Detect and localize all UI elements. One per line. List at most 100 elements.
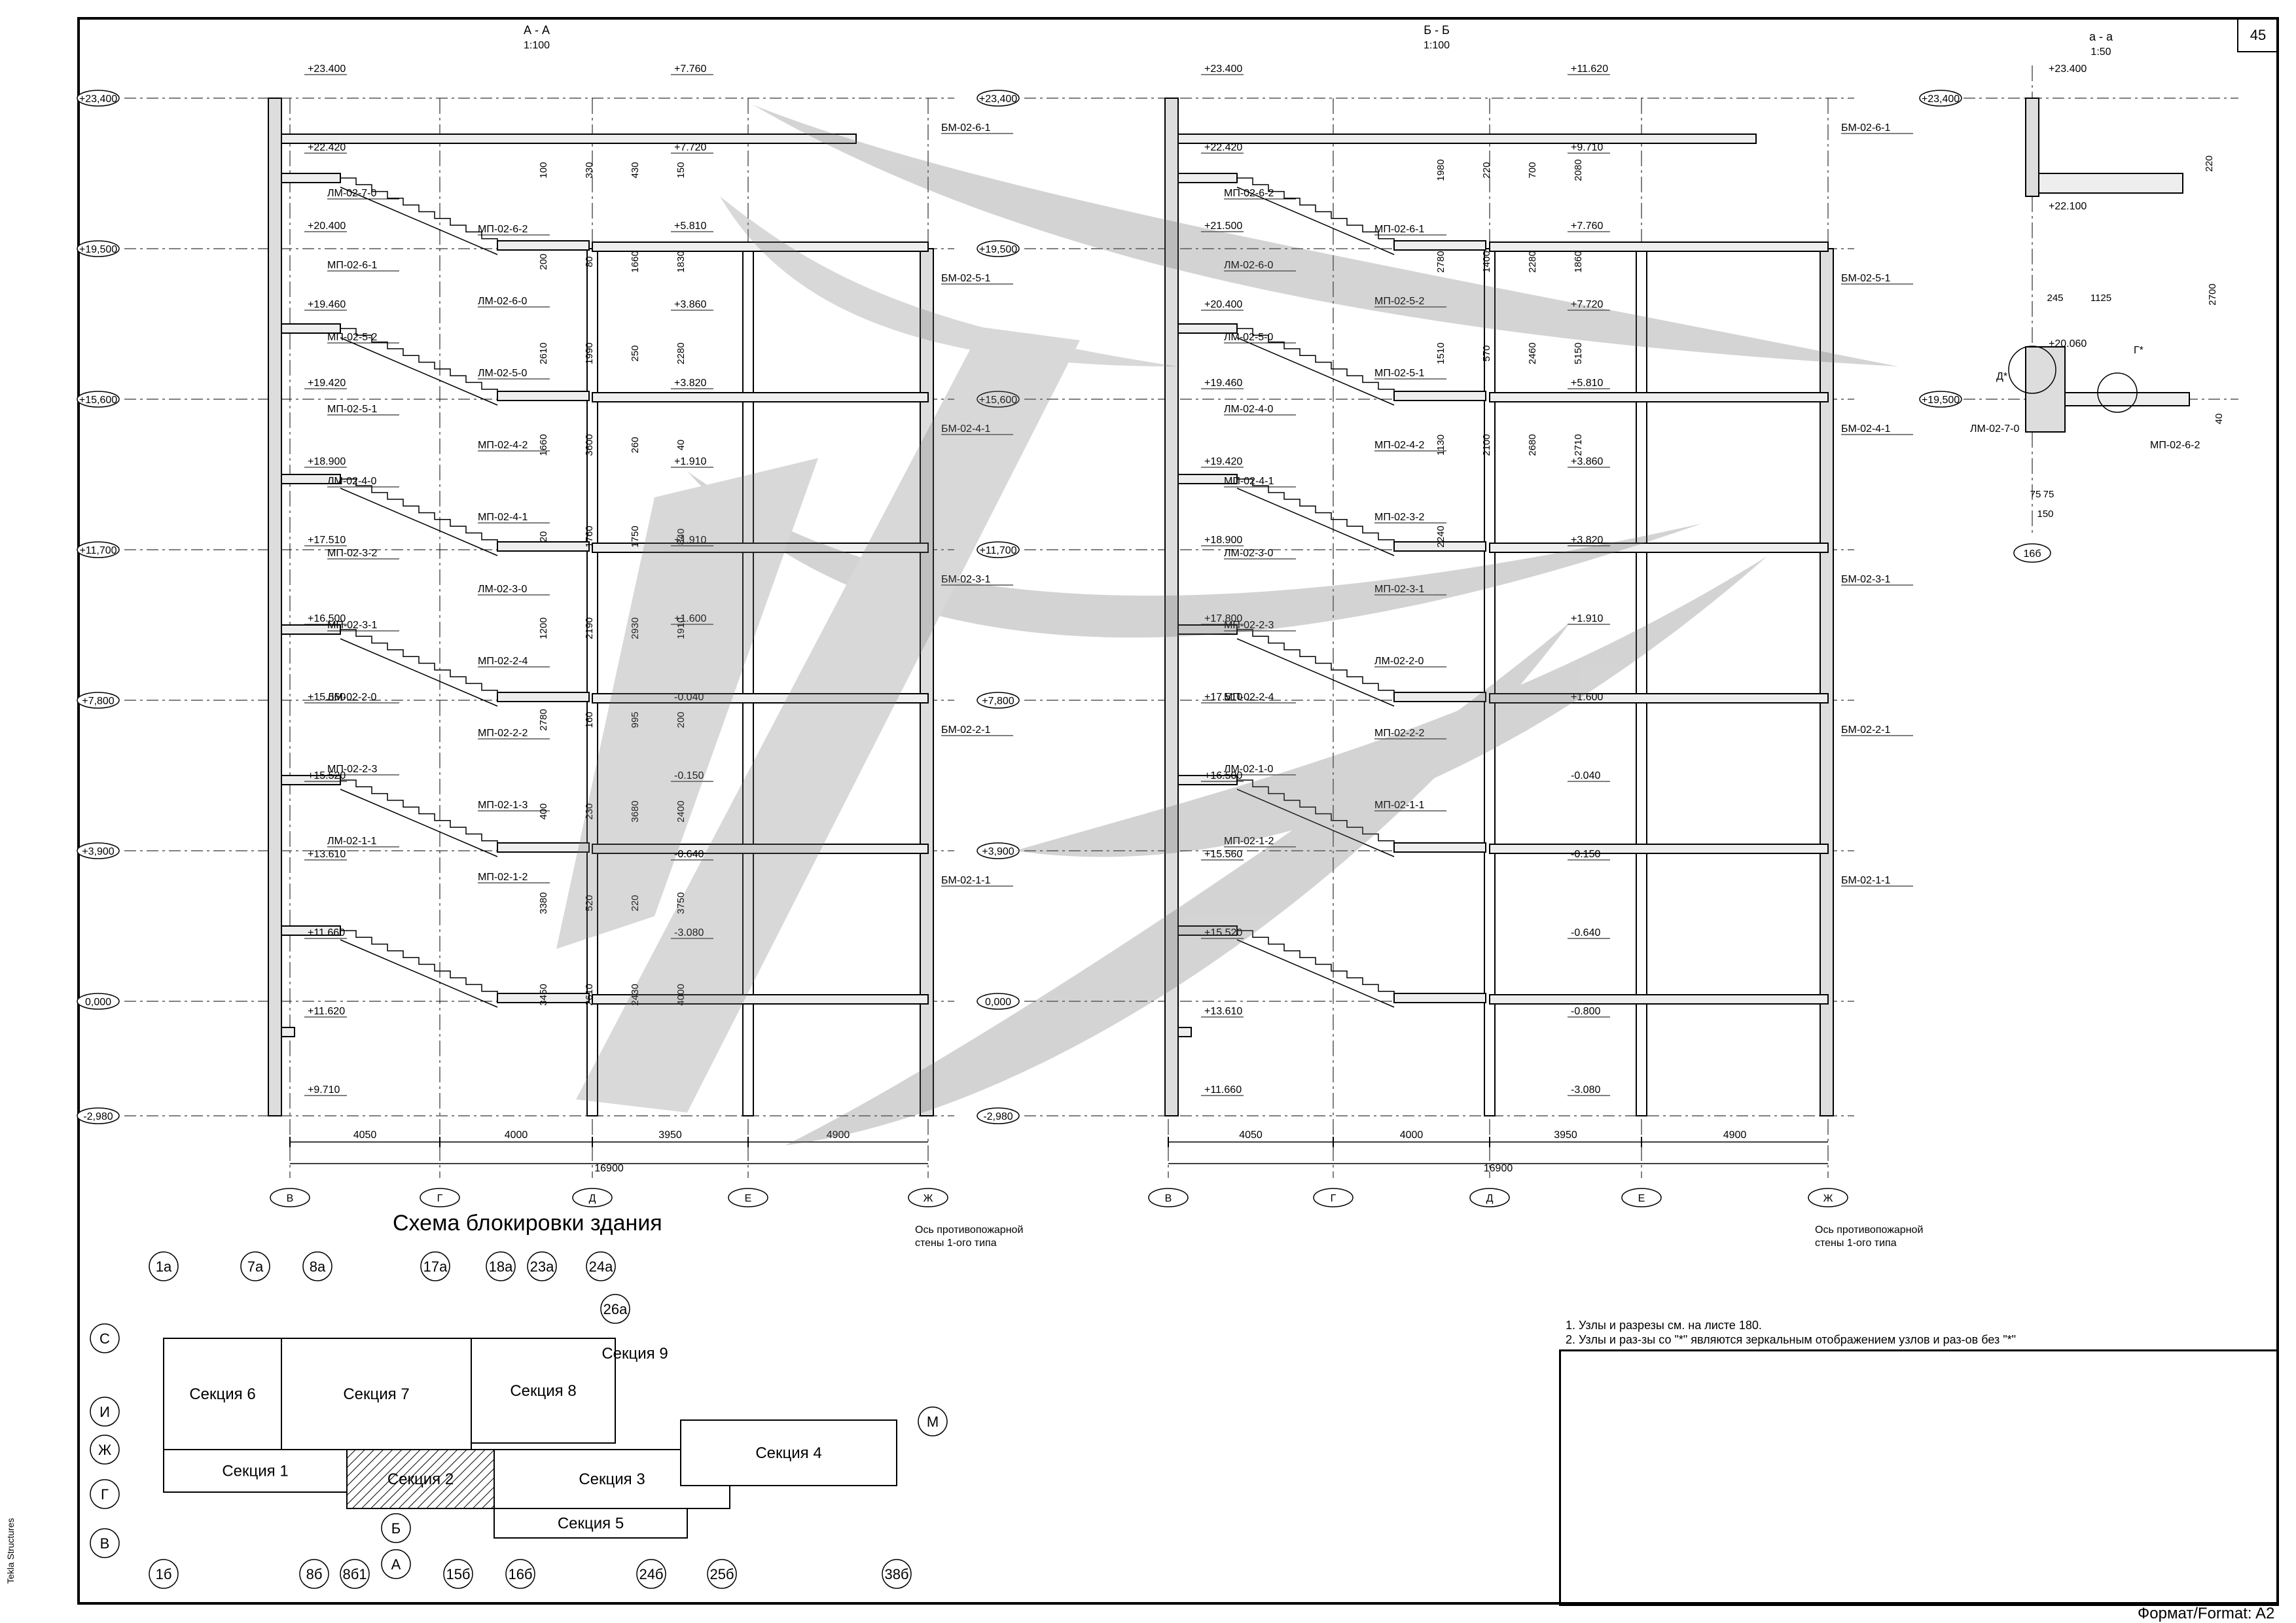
detail-callout-circle	[2008, 346, 2056, 394]
element-mark: МП-02-1-3	[478, 800, 528, 811]
stair-flight	[1237, 930, 1395, 998]
element-mark: ЛМ-02-5-0	[1224, 332, 1274, 343]
dimension-text: 4050	[353, 1130, 377, 1141]
scheme-title: Схема блокировки здания	[393, 1211, 662, 1236]
dimension-text: 2680	[1527, 434, 1538, 455]
level-tag	[977, 692, 1020, 709]
dimension-text: 150	[2037, 508, 2053, 520]
element-mark: МП-02-6-2	[478, 224, 528, 235]
sheet-format: Формат/Format: A2	[2138, 1605, 2275, 1622]
axis-bubble	[2013, 543, 2051, 563]
stair-flight	[1237, 177, 1395, 245]
floor-slab	[592, 392, 929, 402]
stair-flight-soffit	[340, 939, 498, 1008]
axis-circle	[918, 1406, 948, 1436]
elevation-mark: +1.910	[674, 456, 706, 467]
elevation-mark: +23.400	[1204, 63, 1242, 75]
elevation-mark: +13.610	[1204, 1006, 1242, 1017]
stair-landing	[1177, 173, 1238, 183]
dimension-text: 1830	[675, 251, 687, 272]
level-tag-text: +7,800	[82, 696, 114, 707]
stair-flight-soffit	[1236, 638, 1395, 707]
floor-slab	[592, 241, 929, 252]
fire-wall	[920, 248, 934, 1116]
dimension-text: 520	[584, 895, 595, 911]
note-2: 2. Узлы и раз-зы со "*" являются зеркаль…	[1566, 1333, 2016, 1346]
scheme-section-label: Секция 1	[222, 1463, 288, 1480]
axis-circle	[90, 1528, 120, 1558]
floor-slab	[1489, 994, 1829, 1005]
axis-bubble	[1808, 1188, 1848, 1207]
elevation-mark: -3.080	[674, 927, 704, 938]
dimension-text: 3950	[1554, 1130, 1577, 1141]
axis-circle-text: В	[100, 1535, 110, 1552]
dimension-text: 2610	[538, 342, 549, 364]
elevation-mark: +19.460	[308, 299, 346, 310]
level-tag	[977, 993, 1020, 1010]
axis-circle-text: М	[927, 1414, 939, 1430]
axis-circle-text: 1а	[156, 1258, 172, 1275]
scheme-section-label: Секция 3	[579, 1471, 645, 1488]
dimension-text: 2190	[584, 617, 595, 639]
floor-slab	[1489, 241, 1829, 252]
dimension-text: 2710	[1573, 434, 1584, 455]
stair-landing	[281, 173, 341, 183]
dimension-text: 260	[630, 437, 641, 453]
axis-circle-text: 15б	[446, 1566, 470, 1582]
dimension-text: 2240	[1435, 526, 1446, 547]
axis-circle-text: А	[391, 1556, 401, 1573]
stair-flight-soffit	[1236, 789, 1395, 857]
elevation-mark: +13.610	[308, 849, 346, 860]
axis-circle-text: 1б	[156, 1566, 172, 1582]
element-mark: МП-02-3-2	[327, 548, 378, 559]
section-scale: 1:100	[1424, 40, 1450, 51]
element-mark: БМ-02-6-1	[1841, 122, 1891, 134]
axis-circle	[299, 1559, 329, 1589]
floor-slab	[1489, 844, 1829, 854]
elevation-mark: -0.640	[674, 849, 704, 860]
element-mark: ЛМ-02-6-0	[478, 296, 528, 307]
stair-flight-soffit	[340, 638, 498, 707]
element-mark: МП-02-3-1	[1374, 584, 1425, 595]
scheme-section	[471, 1338, 616, 1444]
elevation-mark: -0.040	[674, 692, 704, 703]
element-mark: БМ-02-5-1	[1841, 273, 1891, 284]
element-mark: БМ-02-1-1	[1841, 875, 1891, 886]
element-mark: МП-02-3-2	[1374, 512, 1425, 523]
axis-circle	[443, 1559, 473, 1589]
dimension-text: 700	[1527, 162, 1538, 178]
title-block	[1559, 1349, 2279, 1606]
dimension-text: 1130	[1435, 435, 1446, 455]
element-mark: БМ-02-3-1	[1841, 574, 1891, 585]
elevation-mark: +7.720	[674, 142, 706, 153]
dimension-text: 4000	[1400, 1130, 1424, 1141]
level-tag-text: -2,980	[983, 1111, 1013, 1122]
axis-circle-text: Б	[391, 1520, 401, 1537]
element-mark: МП-02-4-1	[478, 512, 528, 523]
elevation-mark: +11.660	[1204, 1084, 1242, 1096]
elevation-mark: +17.510	[308, 535, 346, 546]
axis-circle	[381, 1549, 411, 1579]
level-tag-text: +11,700	[979, 545, 1016, 556]
elevation-mark: +7.760	[674, 63, 706, 75]
dimension-text: 20	[538, 531, 549, 543]
axis-bubble	[572, 1188, 613, 1207]
scheme-section-label: Секция 9	[601, 1345, 668, 1363]
axis-circle	[505, 1559, 535, 1589]
dimension-text: 2400	[675, 800, 687, 822]
floor-slab	[1489, 543, 1829, 553]
level-tag-text: +11,700	[79, 545, 117, 556]
elevation-mark: +1.910	[674, 535, 706, 546]
stair-landing	[1393, 842, 1486, 853]
stair-landing	[497, 541, 590, 552]
elevation-mark: +18.900	[1204, 535, 1242, 546]
axis-circle-text: 8б1	[342, 1566, 367, 1582]
axis-bubble-text: 16б	[2024, 548, 2041, 560]
stair-landing	[497, 391, 590, 401]
element-mark: ЛМ-02-6-0	[1224, 260, 1274, 271]
level-tag	[77, 391, 120, 408]
element-mark: ЛМ-02-2-0	[327, 692, 377, 703]
level-tag	[77, 541, 120, 558]
element-mark: МП-02-2-2	[1374, 728, 1425, 739]
element-mark: МП-02-6-2	[2150, 440, 2200, 451]
